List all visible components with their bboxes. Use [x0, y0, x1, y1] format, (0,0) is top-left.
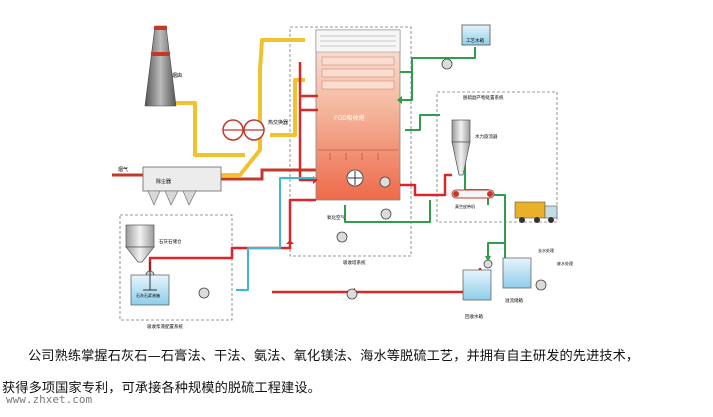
heat-exchanger — [222, 119, 265, 141]
process-tank — [461, 24, 491, 46]
return-tank-label: 回收水箱 — [465, 313, 483, 320]
flue-gas-label: 烟气 — [118, 166, 128, 173]
pumps — [145, 58, 547, 300]
chimney-label: 烟囱 — [172, 72, 182, 79]
dust-collector-label: 除尘器 — [156, 178, 171, 185]
oxidation-air-label: 氧化空气 — [327, 214, 345, 221]
process-tank-label: 工艺水箱 — [466, 37, 484, 44]
flue-gas-lines — [176, 38, 305, 177]
heat-exchanger-label: 热交换器 — [268, 119, 288, 126]
caption-line-1: 公司熟练掌握石灰石—石膏法、干法、氨法、氧化镁法、海水等脱硫工艺，并拥有自主研发… — [28, 349, 640, 364]
chimney — [144, 25, 177, 107]
slurry-tank — [130, 262, 170, 306]
limestone-silo — [125, 224, 155, 263]
gypsum-truck — [514, 201, 558, 223]
hydrocyclone-label: 水力旋流器 — [475, 133, 498, 140]
wastewater-out-label: 废水处理 — [557, 260, 573, 266]
absorber-system-box — [289, 26, 412, 257]
fgd-process-diagram: 烟囱 热交换器 烟气 除尘器 — [112, 24, 573, 330]
dewatering-system-box — [436, 91, 558, 223]
wastewater-label: 去水处理 — [538, 247, 554, 253]
dewatering-system-label: 脱硫副产物处置系统 — [463, 94, 504, 101]
dust-to-tower-line — [221, 168, 316, 181]
water-arrows — [397, 96, 491, 262]
belt-filter — [451, 189, 495, 199]
slurry-tank-label: 石灰石浆液箱 — [136, 292, 160, 298]
caption-line-2: 获得多项国家专利，可承接各种规模的脱硫工程建设。 — [2, 381, 321, 396]
slurry-system-box — [119, 214, 233, 321]
watermark: www.zhxet.com — [6, 393, 93, 406]
belt-filter-label: 真空皮带机 — [455, 203, 475, 209]
dust-collector — [142, 166, 222, 206]
hydrocyclone — [451, 119, 471, 176]
absorber-system-label: 吸收塔系统 — [343, 259, 366, 266]
fgd-tower — [315, 29, 401, 201]
return-tank — [462, 269, 492, 301]
overflow-tank-label: 溢流储箱 — [505, 297, 523, 304]
slurry-system-label: 吸收浆液配置系统 — [147, 323, 183, 330]
clean-water-lines — [236, 177, 316, 291]
fgd-tower-label: FGD吸收塔 — [334, 114, 365, 122]
limestone-silo-label: 石灰石储仓 — [159, 238, 182, 245]
overflow-tank — [502, 257, 532, 289]
